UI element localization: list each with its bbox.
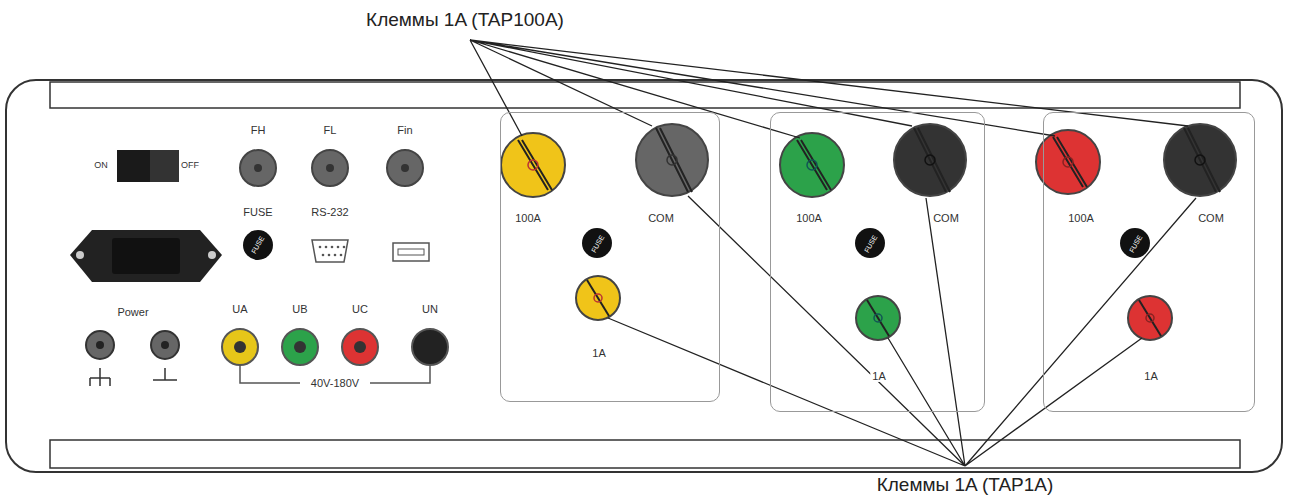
switch-label: OFF bbox=[179, 161, 201, 171]
fuse-cap-text: FUSE bbox=[590, 234, 606, 254]
connector-label: FL bbox=[322, 124, 339, 136]
terminal-label: UB bbox=[290, 303, 309, 315]
terminal-label: COM bbox=[1196, 212, 1226, 224]
fuse-cap-text: FUSE bbox=[250, 235, 266, 255]
terminal-label: 100A bbox=[1066, 212, 1096, 224]
terminal-label: COM bbox=[931, 212, 961, 224]
terminal-label: 1A bbox=[590, 347, 607, 359]
callout-label: Клеммы 1A (TAP1A) bbox=[875, 475, 1056, 496]
connector-label: Fin bbox=[395, 124, 414, 136]
terminal-label: 100A bbox=[794, 212, 824, 224]
terminal-label: 1A bbox=[1142, 370, 1159, 382]
current-module: 100A FUSE COM 1A bbox=[770, 112, 985, 412]
fuse-label: FUSE bbox=[241, 206, 274, 218]
terminal-label: COM bbox=[646, 212, 676, 224]
connector-label: FH bbox=[249, 124, 268, 136]
terminal-label: 1A bbox=[870, 370, 887, 382]
connector-label: RS-232 bbox=[309, 206, 350, 218]
callout-label: Клеммы 1A (TAP100A) bbox=[364, 10, 566, 31]
current-module: 100A FUSE COM 1A bbox=[500, 112, 720, 402]
voltage-range: 40V-180V bbox=[309, 377, 361, 389]
switch-label: ON bbox=[92, 161, 110, 171]
terminal-label: UN bbox=[420, 303, 440, 315]
terminal-label: 100A bbox=[513, 212, 543, 224]
power-label: Power bbox=[115, 306, 150, 318]
terminal-label: UA bbox=[230, 303, 249, 315]
fuse-cap-text: FUSE bbox=[863, 234, 879, 254]
terminal-label: UC bbox=[350, 303, 370, 315]
fuse-cap-text: FUSE bbox=[1128, 234, 1144, 254]
current-module: 100A FUSE COM 1A bbox=[1043, 112, 1255, 412]
